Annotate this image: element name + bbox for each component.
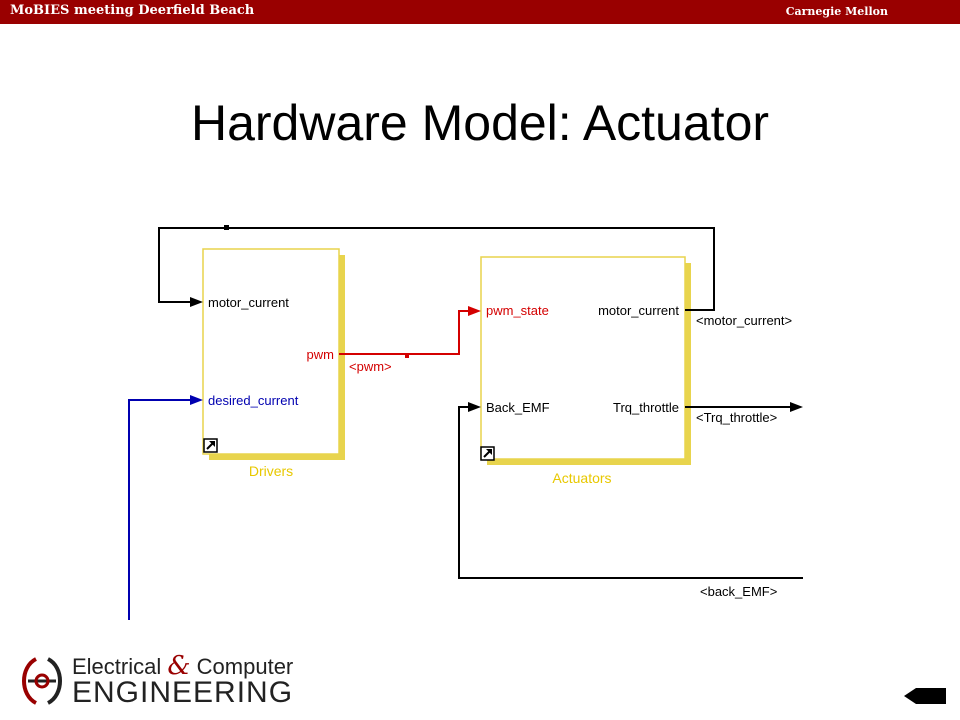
back-emf-line — [458, 406, 803, 579]
desired-current-line — [128, 399, 192, 620]
signal-label-pwm: <pwm> — [349, 359, 392, 374]
logo-electrical: Electrical — [72, 654, 162, 679]
actuators-in-port-back-emf: Back_EMF — [486, 400, 550, 415]
header-right-text: Carnegie Mellon — [785, 5, 888, 18]
drivers-in-port-desired-current: desired_current — [208, 393, 299, 408]
logo-ampersand: & — [167, 651, 191, 681]
signal-label-motor-current: <motor_current> — [696, 313, 792, 328]
pwm-arrow — [468, 306, 481, 316]
motor-current-arrow — [190, 297, 203, 307]
ece-logo-text: Electrical & Computer ENGINEERING — [72, 653, 294, 709]
actuators-block[interactable] — [480, 256, 686, 460]
signal-label-back-emf: <back_EMF> — [700, 584, 777, 599]
actuators-shortcut-icon[interactable] — [480, 446, 495, 461]
slide-title: Hardware Model: Actuator — [190, 95, 770, 151]
header-bar: MoBIES meeting Deerfield Beach Carnegie … — [0, 0, 960, 24]
motor-current-feedback-line — [158, 227, 715, 311]
drivers-block[interactable] — [202, 248, 340, 455]
actuators-block-name: Actuators — [552, 470, 611, 486]
signal-label-trq-throttle: <Trq_throttle> — [696, 410, 777, 425]
ece-logo-icon — [22, 657, 62, 705]
actuators-out-port-motor-current: motor_current — [598, 303, 679, 318]
actuators-in-port-pwm-state: pwm_state — [486, 303, 549, 318]
logo-computer: Computer — [196, 654, 294, 679]
actuators-out-port-trq-throttle: Trq_throttle — [613, 400, 679, 415]
drivers-in-port-motor-current: motor_current — [208, 295, 289, 310]
pwm-signal-line — [339, 310, 470, 355]
slide-nav-button[interactable] — [904, 688, 946, 704]
back-emf-arrow — [468, 402, 481, 412]
drivers-block-name: Drivers — [249, 463, 293, 479]
pwm-line-point — [405, 354, 409, 358]
desired-current-arrow — [190, 395, 203, 405]
logo-engineering: ENGINEERING — [72, 676, 294, 709]
trq-throttle-arrow — [790, 402, 803, 412]
drivers-shortcut-icon[interactable] — [203, 438, 218, 453]
branch-point — [224, 225, 229, 230]
header-left-text: MoBIES meeting Deerfield Beach — [10, 3, 255, 18]
drivers-out-port-pwm: pwm — [307, 347, 334, 362]
